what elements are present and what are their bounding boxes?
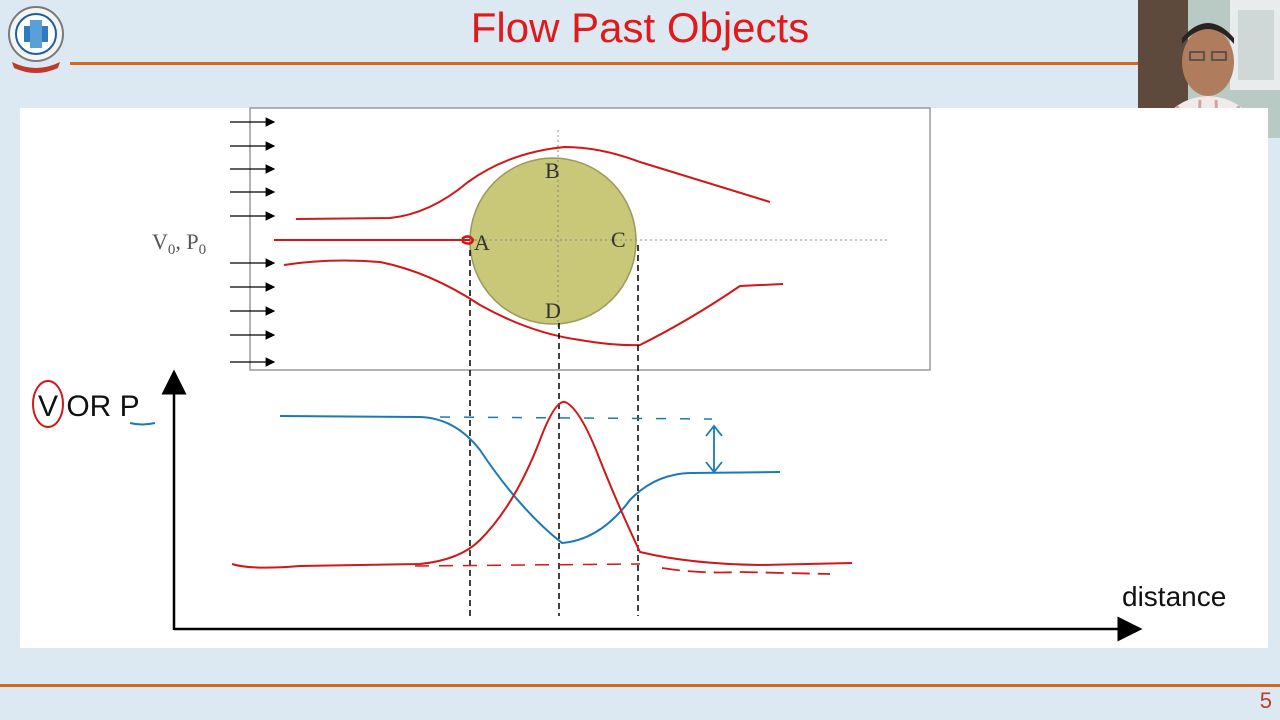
v-highlight-circle — [32, 380, 64, 428]
slide-title: Flow Past Objects — [470, 4, 810, 51]
upper-streamline — [295, 145, 771, 220]
x-axis-label: distance — [1122, 581, 1226, 612]
header-divider — [70, 62, 1138, 65]
velocity-curve — [231, 400, 853, 569]
point-c-label: C — [611, 227, 626, 252]
slide-content — [20, 108, 1268, 648]
inlet-label: V0, P0 — [152, 229, 206, 258]
page-number: 5 — [1259, 688, 1272, 713]
institute-logo-icon — [4, 2, 68, 74]
inlet-velocity-arrows — [230, 117, 276, 367]
pressure-curve — [279, 415, 781, 545]
pressure-reference-dash — [439, 416, 713, 420]
stagnation-marker — [461, 235, 475, 245]
p-underline — [129, 422, 156, 426]
projection-lines — [469, 245, 639, 616]
lower-streamline — [283, 259, 784, 347]
flow-field-frame — [249, 107, 931, 371]
point-a-label: A — [474, 230, 490, 255]
y-axis-label: V OR P — [38, 390, 140, 423]
velocity-reference-dash — [414, 563, 641, 567]
point-b-label: B — [545, 158, 560, 183]
footer-divider — [0, 684, 1280, 687]
slide-header — [0, 0, 1280, 66]
velocity-downstream-dash — [661, 567, 831, 575]
point-d-label: D — [545, 298, 561, 323]
streamlines — [274, 145, 784, 347]
pressure-drop-arrow — [705, 424, 723, 474]
